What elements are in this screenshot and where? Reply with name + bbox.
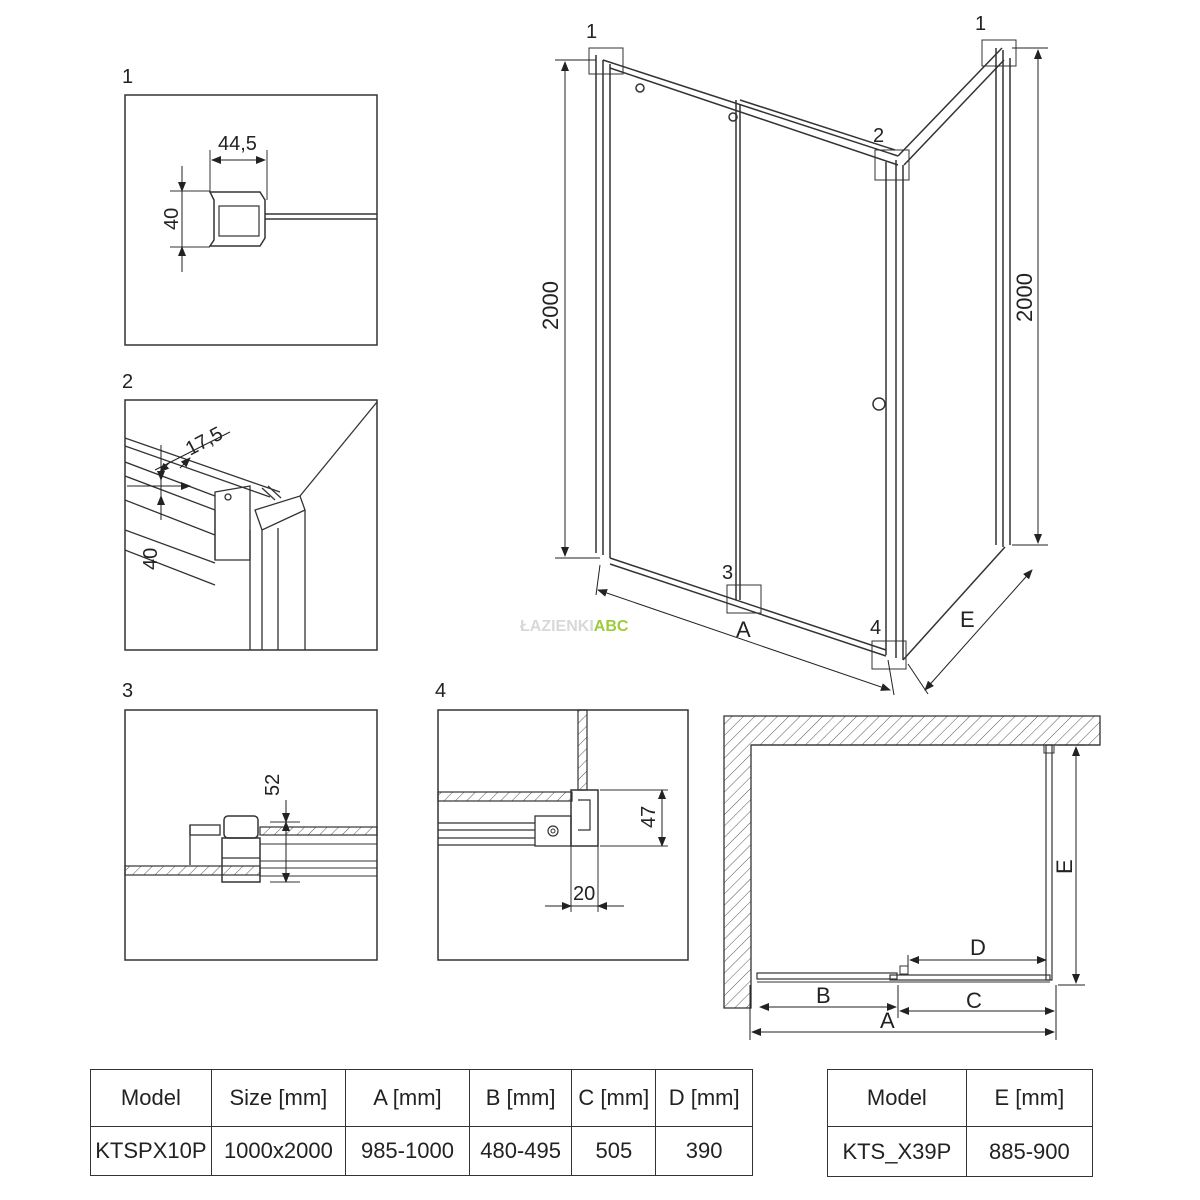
callout-4: 4 <box>870 617 881 639</box>
table-cell: 885-900 <box>965 1126 1094 1177</box>
table-cell: 480-495 <box>468 1126 573 1176</box>
plan-E: E <box>1052 859 1077 874</box>
table-header-cell: Model <box>827 1069 967 1127</box>
detail-4-label: 4 <box>435 680 446 702</box>
plan-D: D <box>970 935 986 960</box>
table-cell: 505 <box>571 1126 657 1176</box>
watermark: ŁAZIENKIABC <box>520 618 629 635</box>
detail-2-panel: 2 17,5 <box>122 371 378 651</box>
table-cell: 390 <box>655 1126 753 1176</box>
table-cell: KTS_X39P <box>827 1126 967 1177</box>
detail-3-label: 3 <box>122 680 133 702</box>
plan-B: B <box>816 983 831 1008</box>
table-cell: 985-1000 <box>345 1126 470 1176</box>
table-header-row: Model E [mm] <box>827 1069 1094 1127</box>
plan-view: B C D A E <box>723 715 1101 1040</box>
dim-52: 52 <box>262 774 284 796</box>
detail-1-label: 1 <box>122 66 133 88</box>
technical-drawing: 1 44,5 40 2 <box>122 13 1101 1040</box>
table-header-cell: C [mm] <box>571 1069 657 1127</box>
detail-3-panel: 3 52 <box>122 680 378 961</box>
height-right: 2000 <box>1012 273 1037 322</box>
callout-3: 3 <box>722 562 733 584</box>
table-header-cell: Model <box>90 1069 212 1127</box>
plan-C: C <box>966 988 982 1013</box>
dim-40-b: 40 <box>140 548 162 570</box>
callout-1a: 1 <box>586 21 597 43</box>
table-header-cell: D [mm] <box>655 1069 753 1127</box>
table-header-cell: E [mm] <box>965 1069 1094 1127</box>
spec-table-side: Model E [mm] KTS_X39P 885-900 <box>827 1069 1094 1177</box>
table-cell: 1000x2000 <box>210 1126 347 1176</box>
table-header-row: Model Size [mm] A [mm] B [mm] C [mm] D [… <box>90 1069 753 1127</box>
table-header-cell: A [mm] <box>345 1069 470 1127</box>
dim-17-5: 17,5 <box>182 423 227 461</box>
dim-20: 20 <box>573 883 595 905</box>
table-row: KTSPX10P 1000x2000 985-1000 480-495 505 … <box>90 1126 753 1176</box>
dim-E-perspective: E <box>960 607 975 632</box>
height-left: 2000 <box>538 281 563 330</box>
dim-44-5: 44,5 <box>218 133 257 155</box>
callout-1b: 1 <box>975 13 986 35</box>
detail-2-label: 2 <box>122 371 133 393</box>
table-header-cell: Size [mm] <box>210 1069 347 1127</box>
dim-A-perspective: A <box>736 617 751 642</box>
plan-A: A <box>880 1008 895 1033</box>
perspective-dimensions <box>555 47 1048 696</box>
table-cell: KTSPX10P <box>90 1126 212 1176</box>
dim-47: 47 <box>638 806 660 828</box>
table-row: KTS_X39P 885-900 <box>827 1126 1094 1177</box>
detail-1-panel: 1 44,5 40 <box>122 66 378 346</box>
shower-perspective <box>588 39 1017 670</box>
table-header-cell: B [mm] <box>468 1069 573 1127</box>
spec-table-main: Model Size [mm] A [mm] B [mm] C [mm] D [… <box>90 1069 753 1176</box>
dim-40-a: 40 <box>161 208 183 230</box>
detail-4-panel: 4 47 20 <box>435 680 689 961</box>
callout-2: 2 <box>873 125 884 147</box>
